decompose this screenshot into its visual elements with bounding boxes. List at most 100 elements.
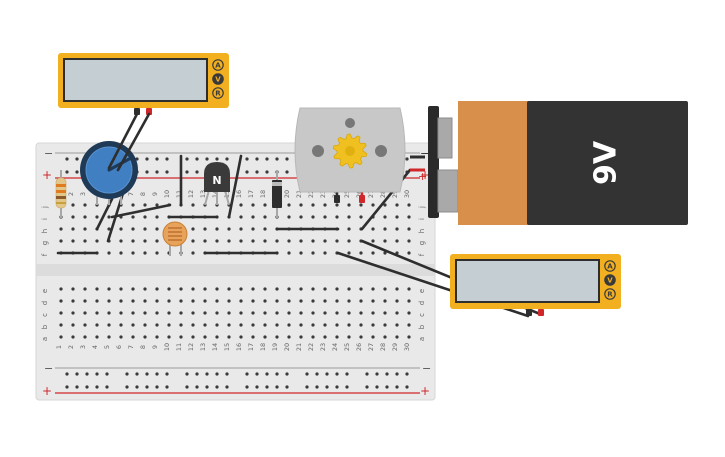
- breadboard-hole[interactable]: [95, 287, 99, 291]
- breadboard-hole[interactable]: [107, 251, 111, 255]
- breadboard-hole[interactable]: [347, 287, 351, 291]
- breadboard-hole[interactable]: [83, 335, 87, 339]
- breadboard-hole[interactable]: [155, 299, 159, 303]
- breadboard-hole[interactable]: [371, 251, 375, 255]
- breadboard-hole[interactable]: [263, 299, 267, 303]
- breadboard-hole[interactable]: [191, 239, 195, 243]
- breadboard-hole[interactable]: [347, 251, 351, 255]
- breadboard-hole[interactable]: [83, 227, 87, 231]
- breadboard-hole[interactable]: [83, 311, 87, 315]
- breadboard-hole[interactable]: [227, 239, 231, 243]
- breadboard-hole[interactable]: [407, 311, 411, 315]
- breadboard-hole[interactable]: [299, 311, 303, 315]
- breadboard-hole[interactable]: [215, 323, 219, 327]
- breadboard-hole[interactable]: [407, 299, 411, 303]
- breadboard-hole[interactable]: [335, 335, 339, 339]
- breadboard-hole[interactable]: [191, 203, 195, 207]
- breadboard-hole[interactable]: [71, 299, 75, 303]
- breadboard-hole[interactable]: [275, 335, 279, 339]
- breadboard-hole[interactable]: [335, 215, 339, 219]
- rail-hole[interactable]: [325, 385, 329, 389]
- multimeter-right[interactable]: AVR: [336, 239, 621, 318]
- rail-hole[interactable]: [205, 157, 209, 161]
- rail-hole[interactable]: [95, 385, 99, 389]
- mode-indicator-v[interactable]: [604, 274, 616, 286]
- breadboard-hole[interactable]: [287, 311, 291, 315]
- breadboard-hole[interactable]: [311, 335, 315, 339]
- rail-hole[interactable]: [105, 385, 109, 389]
- breadboard-hole[interactable]: [95, 335, 99, 339]
- breadboard-hole[interactable]: [407, 215, 411, 219]
- breadboard-hole[interactable]: [299, 287, 303, 291]
- rail-hole[interactable]: [275, 385, 279, 389]
- rail-hole[interactable]: [245, 170, 249, 174]
- breadboard-hole[interactable]: [383, 311, 387, 315]
- breadboard-hole[interactable]: [251, 239, 255, 243]
- breadboard-hole[interactable]: [263, 239, 267, 243]
- breadboard-hole[interactable]: [131, 311, 135, 315]
- breadboard-hole[interactable]: [107, 335, 111, 339]
- rail-hole[interactable]: [195, 372, 199, 376]
- rail-hole[interactable]: [385, 385, 389, 389]
- rail-hole[interactable]: [85, 372, 89, 376]
- breadboard-hole[interactable]: [167, 287, 171, 291]
- breadboard-hole[interactable]: [131, 227, 135, 231]
- rail-hole[interactable]: [65, 170, 69, 174]
- breadboard-hole[interactable]: [191, 227, 195, 231]
- rail-hole[interactable]: [145, 170, 149, 174]
- rail-hole[interactable]: [135, 385, 139, 389]
- mode-indicator-v[interactable]: [212, 73, 224, 85]
- rail-hole[interactable]: [155, 385, 159, 389]
- breadboard-hole[interactable]: [227, 287, 231, 291]
- rail-hole[interactable]: [265, 372, 269, 376]
- probe-wire-black[interactable]: [107, 112, 139, 170]
- breadboard-hole[interactable]: [383, 215, 387, 219]
- breadboard-hole[interactable]: [251, 203, 255, 207]
- rail-hole[interactable]: [185, 157, 189, 161]
- breadboard-hole[interactable]: [119, 335, 123, 339]
- breadboard-hole[interactable]: [263, 311, 267, 315]
- breadboard-hole[interactable]: [215, 335, 219, 339]
- breadboard-hole[interactable]: [59, 323, 63, 327]
- breadboard-hole[interactable]: [311, 299, 315, 303]
- rail-hole[interactable]: [65, 372, 69, 376]
- battery-9v[interactable]: − + 9V: [418, 101, 688, 225]
- breadboard-hole[interactable]: [359, 299, 363, 303]
- breadboard-hole[interactable]: [155, 203, 159, 207]
- breadboard-hole[interactable]: [167, 299, 171, 303]
- rail-hole[interactable]: [305, 372, 309, 376]
- breadboard-hole[interactable]: [71, 239, 75, 243]
- breadboard-hole[interactable]: [239, 335, 243, 339]
- breadboard-hole[interactable]: [131, 251, 135, 255]
- breadboard-hole[interactable]: [239, 227, 243, 231]
- breadboard-hole[interactable]: [59, 239, 63, 243]
- breadboard-hole[interactable]: [215, 299, 219, 303]
- breadboard-hole[interactable]: [311, 287, 315, 291]
- breadboard-hole[interactable]: [59, 299, 63, 303]
- breadboard-hole[interactable]: [191, 251, 195, 255]
- breadboard-hole[interactable]: [407, 227, 411, 231]
- breadboard-hole[interactable]: [131, 299, 135, 303]
- breadboard-hole[interactable]: [287, 251, 291, 255]
- breadboard-hole[interactable]: [71, 323, 75, 327]
- breadboard-hole[interactable]: [251, 335, 255, 339]
- breadboard-hole[interactable]: [167, 311, 171, 315]
- breadboard-hole[interactable]: [227, 323, 231, 327]
- breadboard-hole[interactable]: [383, 227, 387, 231]
- breadboard-hole[interactable]: [179, 287, 183, 291]
- rail-hole[interactable]: [215, 372, 219, 376]
- breadboard-hole[interactable]: [131, 323, 135, 327]
- breadboard-hole[interactable]: [155, 251, 159, 255]
- breadboard-hole[interactable]: [371, 239, 375, 243]
- breadboard-hole[interactable]: [119, 287, 123, 291]
- breadboard-hole[interactable]: [383, 323, 387, 327]
- rail-hole[interactable]: [335, 385, 339, 389]
- rail-hole[interactable]: [215, 157, 219, 161]
- rail-hole[interactable]: [65, 385, 69, 389]
- breadboard-hole[interactable]: [395, 215, 399, 219]
- breadboard-hole[interactable]: [359, 215, 363, 219]
- breadboard-hole[interactable]: [359, 251, 363, 255]
- rail-hole[interactable]: [125, 385, 129, 389]
- breadboard-hole[interactable]: [359, 323, 363, 327]
- breadboard-hole[interactable]: [347, 311, 351, 315]
